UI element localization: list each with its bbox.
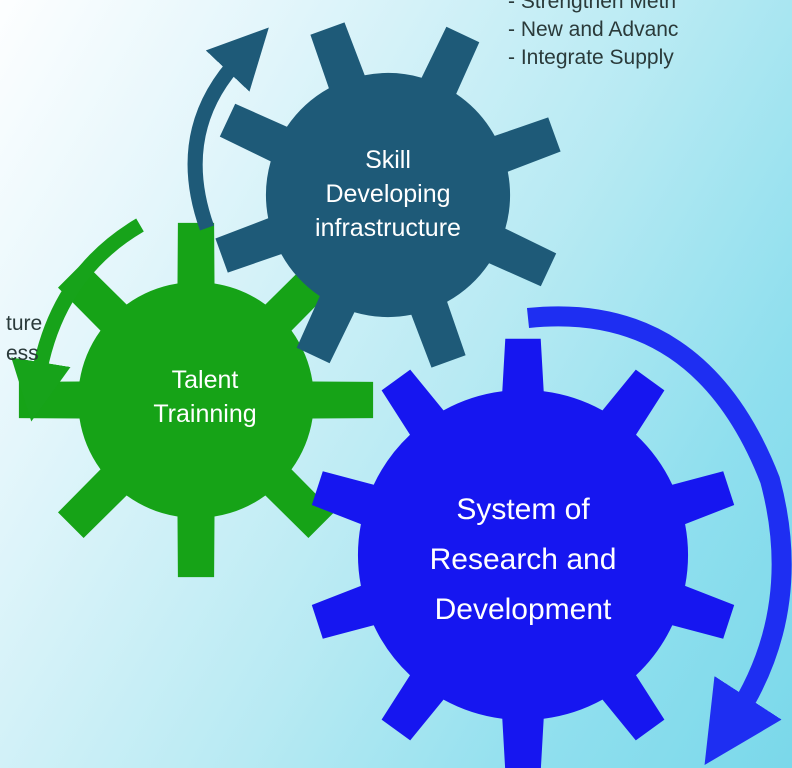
note-line-3: - Integrate Supply — [508, 46, 674, 69]
talent-gear-label: Talent Trainning — [120, 363, 290, 431]
left-note-line-1: ture — [6, 312, 43, 335]
skill-label-line-3: infrastructure — [315, 214, 461, 242]
left-note-line-2: ess — [6, 342, 39, 365]
left-notes: ture ess — [6, 309, 42, 369]
talent-label-line-1: Talent — [171, 366, 239, 394]
top-right-notes: - Strengthen Meth - New and Advanc - Int… — [508, 0, 678, 72]
skill-cycle-arrow-icon — [187, 27, 269, 231]
gear-skill-shape — [215, 22, 561, 368]
skill-gear-icon — [215, 22, 561, 368]
skill-label-line-2: Developing — [325, 180, 451, 208]
talent-gear-icon — [18, 222, 374, 578]
skill-label-line-1: Skill — [365, 146, 411, 174]
gear-talent-shape — [18, 222, 374, 578]
talent-cycle-arrow-icon — [11, 218, 144, 422]
research-gear-label: System of Research and Development — [388, 485, 658, 635]
note-line-2: - New and Advanc — [508, 18, 679, 41]
skill-gear-label: Skill Developing infrastructure — [278, 143, 498, 245]
research-gear-icon — [311, 338, 735, 768]
research-cycle-arrow-icon — [526, 306, 792, 766]
research-label-line-1: System of — [456, 493, 590, 526]
gear-research-shape — [311, 338, 735, 768]
talent-label-line-2: Trainning — [153, 400, 257, 428]
note-line-1: - Strengthen Meth — [508, 0, 677, 13]
research-label-line-2: Research and — [429, 543, 617, 576]
research-label-line-3: Development — [434, 593, 612, 626]
